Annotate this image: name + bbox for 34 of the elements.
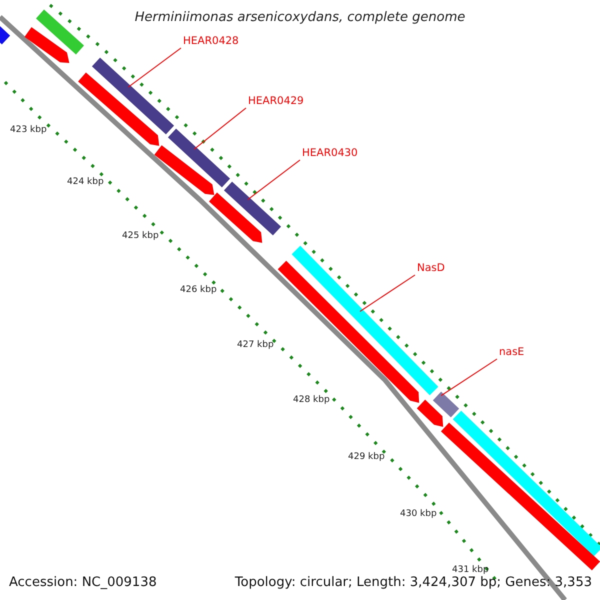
gene-bar	[224, 182, 282, 236]
gene-bar	[168, 128, 230, 188]
scale-label: 428 kbp	[293, 396, 330, 405]
leader-line	[360, 274, 416, 312]
gene-arrow-bar	[278, 260, 420, 403]
scale-label: 423 kbp	[10, 126, 47, 135]
scale-label: 426 kbp	[180, 286, 217, 295]
gene-bar	[432, 392, 460, 418]
gene-label: NasD	[417, 263, 445, 274]
gene-bar	[452, 410, 600, 556]
gene-arrow-bar	[416, 400, 444, 427]
gene-label: HEAR0429	[248, 96, 304, 106]
scale-label: 429 kbp	[348, 453, 385, 462]
footer-text: Topology: circular; Length: 3,424,307 bp; Genes: 3,353	[234, 576, 592, 589]
gene-bar	[92, 58, 174, 134]
gene-arrow-bar	[78, 72, 160, 146]
gene-label: nasE	[499, 347, 524, 358]
gene-bar	[36, 10, 84, 54]
title: Herminiimonas arsenicoxydans, complete genome	[134, 11, 466, 24]
leader-line	[194, 108, 246, 150]
scale-label: 427 kbp	[237, 341, 274, 350]
footer-text: Accession: NC_009138	[9, 576, 157, 589]
gene-arrow-bar	[208, 192, 262, 243]
gene-arrow-bar	[24, 27, 70, 63]
gene-label: HEAR0428	[183, 36, 239, 46]
scale-label: 425 kbp	[122, 232, 159, 241]
gene-arrow-bar	[154, 145, 214, 195]
gene-label: HEAR0430	[302, 148, 358, 158]
scale-label: 424 kbp	[67, 178, 104, 187]
scale-label: 430 kbp	[400, 510, 437, 519]
leader-line	[247, 160, 300, 200]
leader-line	[440, 358, 498, 396]
leader-line	[128, 48, 182, 88]
scale-label: 431 kbp	[452, 566, 489, 575]
